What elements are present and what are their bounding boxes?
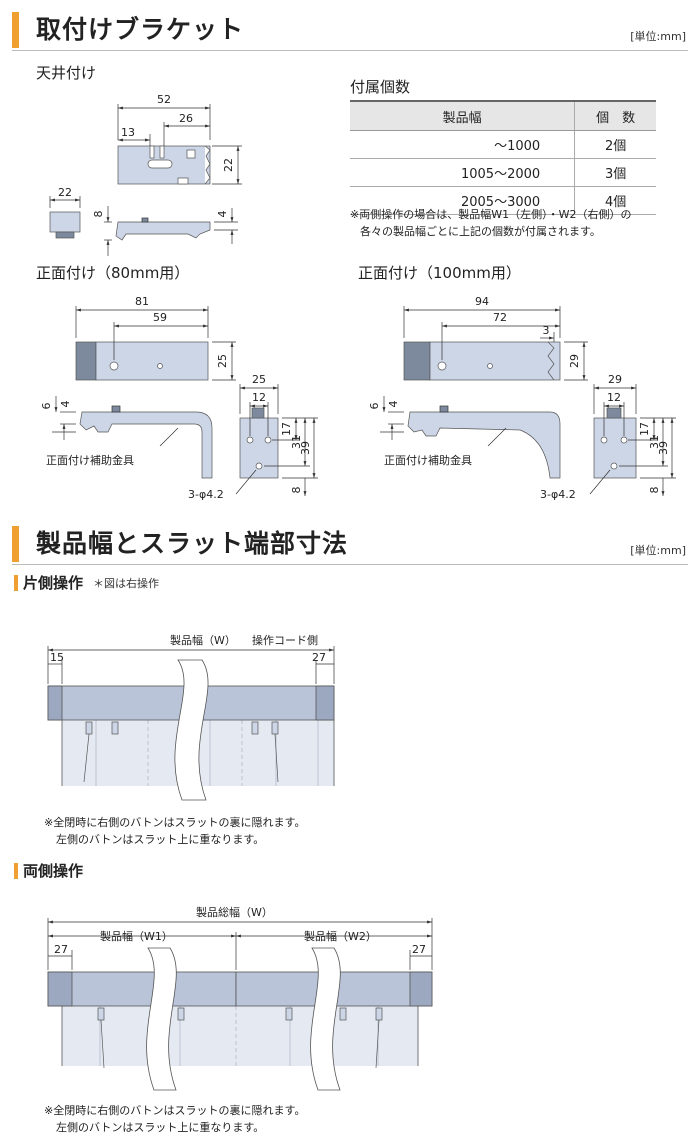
front80-plan (75, 306, 236, 381)
sub-accent-bar (14, 574, 18, 591)
ceiling-bracket-end (49, 196, 81, 239)
table-header-width: 製品幅 (350, 100, 576, 131)
section-header-bracket: 取付けブラケット [単位:mm] (0, 6, 700, 52)
section-accent-bar (12, 526, 19, 562)
accessory-note-1: ※両側操作の場合は、製品幅W1（左側）・W2（右側）の (350, 208, 632, 221)
front100-plan (403, 306, 588, 381)
dim-f100-12: 12 (607, 391, 621, 404)
dim-ceiling-8: 8 (92, 211, 105, 218)
dim-f80-81: 81 (135, 295, 149, 308)
dim-ceiling-22-width: 22 (58, 186, 72, 199)
bracket-drawings: 52 26 13 22 22 8 4 81 59 25 25 12 17 31 … (40, 93, 676, 500)
dim-f80-17: 17 (280, 422, 293, 436)
single-width-label: 製品幅（W） (170, 633, 236, 647)
single-op-title: 片側操作 (23, 574, 84, 592)
dim-ceiling-26: 26 (179, 112, 193, 125)
single-op-header: 片側操作 ＊図は右操作 (14, 572, 159, 593)
table-cell-width: 1005～2000 (350, 158, 576, 187)
table-cell-count: 3個 (574, 158, 656, 187)
single-footnote-1: ※全閉時に右側のバトンはスラットの裏に隠れます。 (44, 816, 306, 829)
dim-f80-8: 8 (290, 487, 303, 494)
dim-f80-31: 31 (290, 435, 303, 449)
dim-f100-3: 3 (543, 324, 550, 337)
dim-f100-17: 17 (638, 422, 651, 436)
dim-f80-39: 39 (299, 441, 312, 455)
section-title: 取付けブラケット (36, 15, 245, 44)
helper-label-80: 正面付け補助金具 (46, 453, 134, 467)
double-footnote-2: 左側のバトンはスラット上に重なります。 (56, 1121, 265, 1134)
front100-side (380, 396, 561, 479)
front80-side (52, 396, 213, 479)
front80-end (235, 384, 318, 496)
single-dim-27: 27 (312, 651, 326, 664)
dim-ceiling-22-height: 22 (222, 158, 235, 172)
dim-ceiling-4: 4 (216, 211, 229, 218)
double-footnote-1: ※全閉時に右側のバトンはスラットの裏に隠れます。 (44, 1104, 306, 1117)
single-op-note: ＊図は右操作 (93, 576, 160, 590)
table-row: 2005～3000 4個 (350, 186, 656, 215)
dim-f80-6: 6 (40, 403, 53, 410)
double-op-title: 両側操作 (23, 862, 84, 880)
section-divider (12, 50, 688, 51)
hole-label-80: 3-φ4.2 (188, 488, 224, 500)
accessory-note-2: 各々の製品幅ごとに上記の個数が付属されます。 (360, 225, 601, 238)
front100-end (589, 384, 676, 496)
double-dim-27-right: 27 (412, 943, 426, 956)
dim-f100-31: 31 (648, 435, 661, 449)
table-row: ～1000 2個 (350, 130, 656, 159)
dim-f80-59: 59 (153, 311, 167, 324)
single-op-diagram: 製品幅（W） 操作コード側 15 27 (47, 633, 335, 801)
dim-f100-4: 4 (387, 401, 400, 408)
section-accent-bar (12, 12, 19, 48)
double-w2-label: 製品幅（W2） (304, 929, 377, 943)
section-header-slat: 製品幅とスラット端部寸法 [単位:mm] (0, 520, 700, 566)
sub-accent-bar (14, 862, 18, 879)
unit-label: [単位:mm] (630, 544, 686, 557)
double-op-diagram: 製品総幅（W） 製品幅（W1） 製品幅（W2） 27 27 (47, 905, 433, 1091)
dim-f100-39: 39 (657, 441, 670, 455)
ceiling-bracket-plan (117, 104, 242, 185)
dim-f100-94: 94 (475, 295, 489, 308)
table-cell-width: ～1000 (350, 130, 576, 159)
dim-ceiling-13: 13 (121, 126, 135, 139)
front-80-title: 正面付け（80mm用） (36, 264, 190, 282)
dim-f100-6: 6 (368, 403, 381, 410)
ceiling-mount-title: 天井付け (36, 64, 97, 82)
unit-label: [単位:mm] (630, 30, 686, 43)
dim-f100-29-height: 29 (568, 354, 581, 368)
hole-label-100: 3-φ4.2 (540, 488, 576, 500)
front-100-title: 正面付け（100mm用） (358, 264, 521, 282)
dim-f100-29-width: 29 (608, 373, 622, 386)
dim-f100-8: 8 (648, 487, 661, 494)
section-title: 製品幅とスラット端部寸法 (36, 529, 349, 558)
dim-ceiling-52: 52 (157, 93, 171, 106)
single-dim-15: 15 (50, 651, 64, 664)
single-cord-label: 操作コード側 (252, 633, 318, 647)
double-w1-label: 製品幅（W1） (100, 929, 173, 943)
double-op-header: 両側操作 (14, 860, 83, 881)
table-cell-count: 2個 (574, 130, 656, 159)
double-total-label: 製品総幅（W） (196, 905, 273, 919)
ceiling-bracket-side (104, 206, 238, 256)
section-divider (12, 564, 688, 565)
double-dim-27-left: 27 (54, 943, 68, 956)
table-header-count: 個 数 (574, 100, 656, 131)
table-cell-count: 4個 (574, 186, 656, 215)
dim-f80-25-width: 25 (252, 373, 266, 386)
dim-f80-25-height: 25 (216, 354, 229, 368)
dim-f80-12: 12 (252, 391, 266, 404)
table-cell-width: 2005～3000 (350, 186, 576, 215)
accessory-title: 付属個数 (350, 78, 411, 96)
single-footnote-2: 左側のバトンはスラット上に重なります。 (56, 833, 265, 846)
dim-f80-4: 4 (59, 401, 72, 408)
accessory-table: 製品幅 個 数 ～1000 2個 1005～2000 3個 2005～3000 … (350, 100, 656, 215)
dim-f100-72: 72 (493, 311, 507, 324)
helper-label-100: 正面付け補助金具 (384, 453, 472, 467)
table-row: 1005～2000 3個 (350, 158, 656, 187)
